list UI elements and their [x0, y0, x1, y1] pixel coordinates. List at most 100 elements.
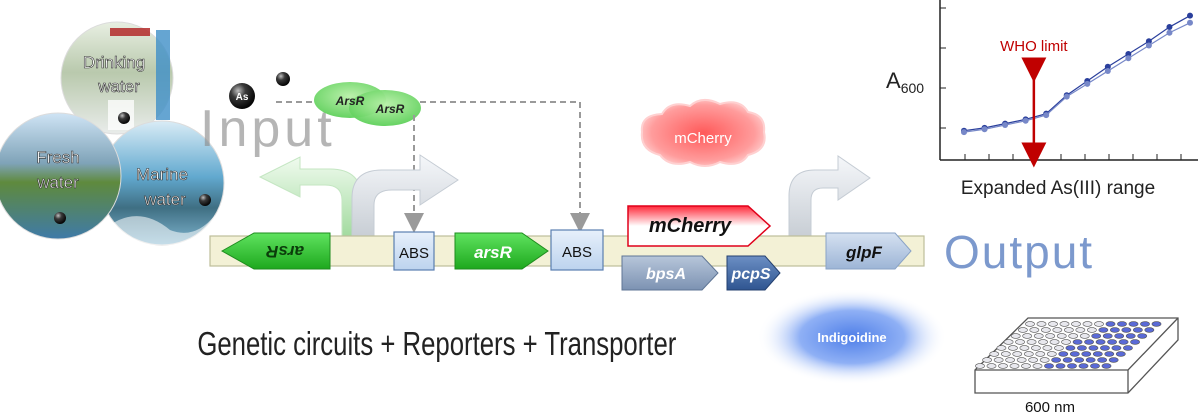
- plate-well: [1105, 321, 1116, 327]
- plate-well: [1019, 345, 1030, 351]
- mcherry-reporter-cloud: mCherry: [640, 99, 766, 167]
- arsr-protein-label-2: ArsR: [375, 102, 405, 116]
- plate-well: [1033, 333, 1044, 339]
- plate-well: [1035, 351, 1046, 357]
- plate-well: [1101, 363, 1112, 369]
- promoter-arrow-left-green: [258, 156, 363, 241]
- plate-well: [1054, 345, 1064, 351]
- chart-data-point: [1145, 38, 1152, 45]
- plate-well: [986, 363, 997, 369]
- plate-well: [1005, 357, 1016, 363]
- plate-well: [1125, 333, 1136, 339]
- plate-well: [1068, 333, 1079, 339]
- promoter-arrow-right-grey: [351, 154, 459, 241]
- plate-well: [1039, 357, 1050, 363]
- plate-well: [1031, 345, 1041, 351]
- plate-well: [1137, 333, 1148, 339]
- plate-well: [993, 357, 1004, 363]
- arsenic-particle-icon: [118, 112, 130, 124]
- chart-data-point: [1166, 24, 1173, 31]
- plate-well: [1021, 363, 1031, 369]
- chart-data-point: [961, 129, 967, 136]
- plate-well: [1016, 357, 1027, 363]
- mcherry-cloud-label: mCherry: [674, 130, 732, 147]
- plate-well: [1022, 333, 1033, 339]
- gene-arsR-reverse: arsR: [220, 232, 331, 270]
- plate-well: [1036, 321, 1047, 327]
- abs-site-1: ABS: [393, 231, 435, 271]
- arsenic-particle-icon: [199, 194, 211, 206]
- gene-pcpS: pcpS: [726, 255, 781, 291]
- plate-well: [1029, 327, 1040, 333]
- who-limit-label: WHO limit: [1000, 38, 1068, 55]
- plate-well: [1069, 351, 1080, 357]
- bottom-title: Genetic circuits + Reporters + Transport…: [197, 326, 676, 363]
- plate-well: [1091, 333, 1102, 339]
- plate-well: [1118, 339, 1129, 345]
- plate-well: [1144, 327, 1155, 333]
- plate-well: [1040, 327, 1051, 333]
- plate-well: [1130, 339, 1140, 345]
- drinking-water-label-line2: water: [97, 77, 140, 96]
- plate-well: [1128, 321, 1139, 327]
- marine-water-label-line1: Marine: [136, 165, 188, 184]
- plate-well: [1077, 345, 1087, 351]
- gene-bpsA: bpsA: [621, 255, 719, 291]
- plate-well: [1097, 357, 1108, 363]
- chart-data-point: [1104, 68, 1111, 75]
- fresh-water-circle: Fresh water: [0, 112, 122, 240]
- plate-well: [998, 363, 1008, 369]
- gene-glpF: glpF: [825, 232, 912, 270]
- plate-well: [1023, 351, 1034, 357]
- output-label: Output: [944, 226, 1094, 278]
- plate-well: [1055, 363, 1066, 369]
- plate-well: [1012, 351, 1023, 357]
- plate-well: [1071, 321, 1081, 327]
- plate-well: [1028, 357, 1039, 363]
- plate-well: [1086, 327, 1097, 333]
- absorbance-chart: A600 Expanded As(III) range WHO limit: [886, 0, 1198, 199]
- chart-data-point: [1145, 42, 1152, 49]
- plate-well: [1067, 363, 1077, 369]
- plate-well: [1051, 357, 1062, 363]
- plate-well: [1075, 327, 1086, 333]
- plate-well: [1079, 333, 1090, 339]
- plate-well: [1090, 363, 1100, 369]
- plate-well: [1108, 357, 1119, 363]
- plate-well: [1058, 351, 1069, 357]
- plate-well: [1025, 321, 1035, 327]
- plate-well: [1049, 339, 1060, 345]
- plate-well: [1111, 345, 1122, 351]
- promoter-arrow-output: [788, 155, 871, 241]
- plate-well: [1062, 357, 1073, 363]
- plate-well: [1095, 339, 1106, 345]
- abs-site-2: ABS: [550, 229, 604, 271]
- plate-well: [1114, 333, 1125, 339]
- plate-well: [1151, 321, 1162, 327]
- arsenic-particle-icon: [276, 72, 290, 86]
- microplate-icon: 600 nm: [974, 317, 1179, 416]
- plate-well: [1072, 339, 1083, 345]
- plate-well: [996, 345, 1007, 351]
- plate-well: [1065, 345, 1076, 351]
- plate-well: [1107, 339, 1117, 345]
- plate-well: [1048, 321, 1058, 327]
- plate-well: [1115, 351, 1126, 357]
- drinking-water-circle: Drinking water: [60, 21, 174, 135]
- arsR-reverse-label: arsR: [265, 242, 304, 261]
- plate-well: [975, 363, 985, 369]
- bpsA-gene-label: bpsA: [646, 266, 686, 283]
- gene-arsR-forward: arsR: [454, 232, 549, 270]
- plate-well: [1082, 321, 1093, 327]
- plate-well: [1017, 327, 1028, 333]
- plate-well: [1088, 345, 1099, 351]
- chart-data-point: [1187, 19, 1193, 26]
- chart-data-point: [1104, 63, 1111, 70]
- indigoidine-reporter: Indigoidine: [757, 289, 947, 385]
- plate-well: [1100, 345, 1110, 351]
- plate-well: [1140, 321, 1150, 327]
- plate-well: [1094, 321, 1104, 327]
- water-sources: Drinking water Marine water Fresh water: [0, 21, 225, 246]
- plate-well: [1104, 351, 1115, 357]
